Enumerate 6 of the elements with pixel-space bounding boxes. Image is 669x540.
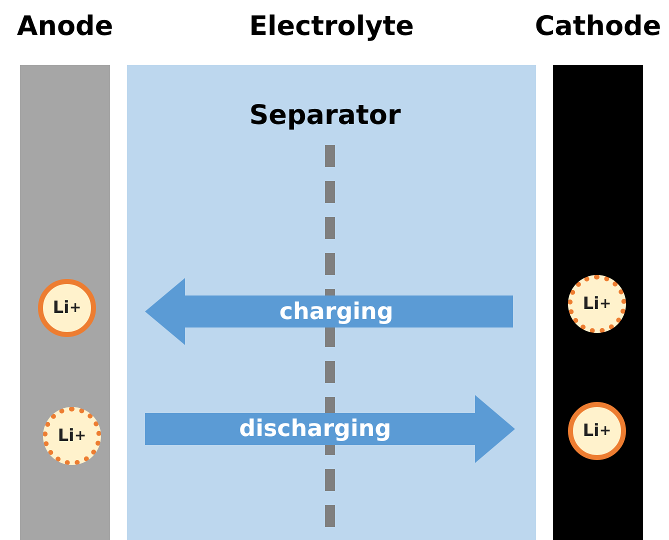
column-heading: Electrolyte [249, 11, 414, 42]
column-heading: Cathode [534, 11, 662, 42]
arrow-label: charging [279, 298, 394, 324]
column-heading: Anode [16, 11, 114, 42]
separator-label: Separator [249, 100, 401, 131]
arrow-label: discharging [239, 416, 392, 442]
